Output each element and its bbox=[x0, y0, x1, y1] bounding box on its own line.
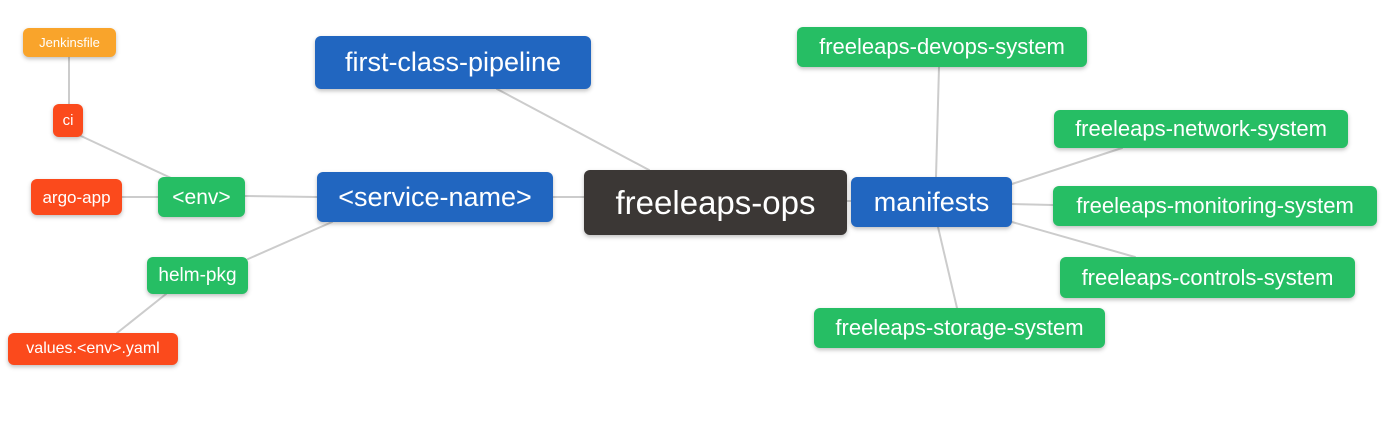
edge-manifests-storage bbox=[937, 226, 958, 309]
node-jenkinsfile[interactable]: Jenkinsfile bbox=[23, 28, 116, 57]
node-argo-app[interactable]: argo-app bbox=[31, 179, 122, 215]
edge-manifests-controls bbox=[1011, 221, 1136, 258]
node-freeleaps-monitoring-system[interactable]: freeleaps-monitoring-system bbox=[1053, 186, 1377, 226]
edge-ci-env bbox=[80, 135, 172, 179]
edge-env-service-name bbox=[244, 195, 318, 198]
node-freeleaps-controls-system[interactable]: freeleaps-controls-system bbox=[1060, 257, 1355, 298]
edge-service-name-helm-pkg bbox=[247, 221, 333, 260]
node-values-env-yaml[interactable]: values.<env>.yaml bbox=[8, 333, 178, 365]
node-service-name[interactable]: <service-name> bbox=[317, 172, 553, 222]
node-freeleaps-network-system[interactable]: freeleaps-network-system bbox=[1054, 110, 1348, 148]
node-freeleaps-devops-system[interactable]: freeleaps-devops-system bbox=[797, 27, 1087, 67]
node-first-class-pipeline[interactable]: first-class-pipeline bbox=[315, 36, 591, 89]
node-ci[interactable]: ci bbox=[53, 104, 83, 137]
edge-first-class-pipeline-ops bbox=[496, 88, 650, 171]
edge-helm-pkg-values bbox=[116, 293, 167, 334]
edge-manifests-network bbox=[1011, 147, 1123, 185]
node-freeleaps-storage-system[interactable]: freeleaps-storage-system bbox=[814, 308, 1105, 348]
node-manifests[interactable]: manifests bbox=[851, 177, 1012, 227]
edge-manifests-monitoring bbox=[1011, 203, 1054, 206]
node-env[interactable]: <env> bbox=[158, 177, 245, 217]
node-helm-pkg[interactable]: helm-pkg bbox=[147, 257, 248, 294]
edge-manifests-devops bbox=[935, 66, 940, 178]
node-freeleaps-ops[interactable]: freeleaps-ops bbox=[584, 170, 847, 235]
